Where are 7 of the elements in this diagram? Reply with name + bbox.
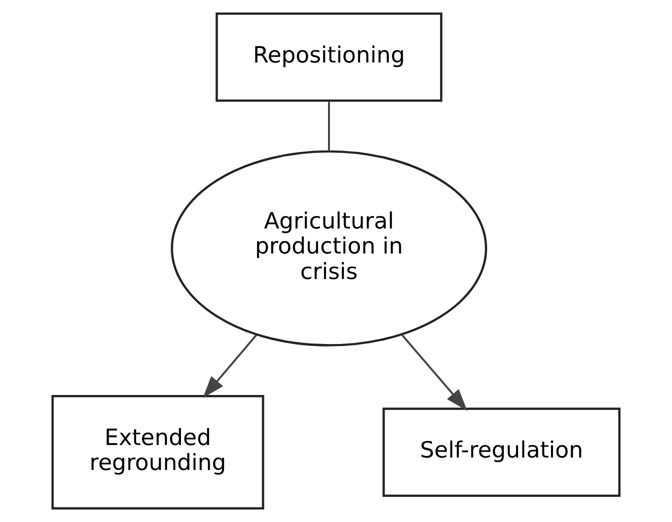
node-box: Extended regrounding: [51, 394, 264, 510]
node-box: Repositioning: [216, 12, 442, 102]
node-box: Self-regulation: [382, 408, 621, 497]
connector: [328, 100, 330, 151]
arrow: [202, 334, 258, 398]
node-ellipse: Agricultural production in crisis: [170, 150, 488, 346]
arrow: [401, 334, 468, 411]
